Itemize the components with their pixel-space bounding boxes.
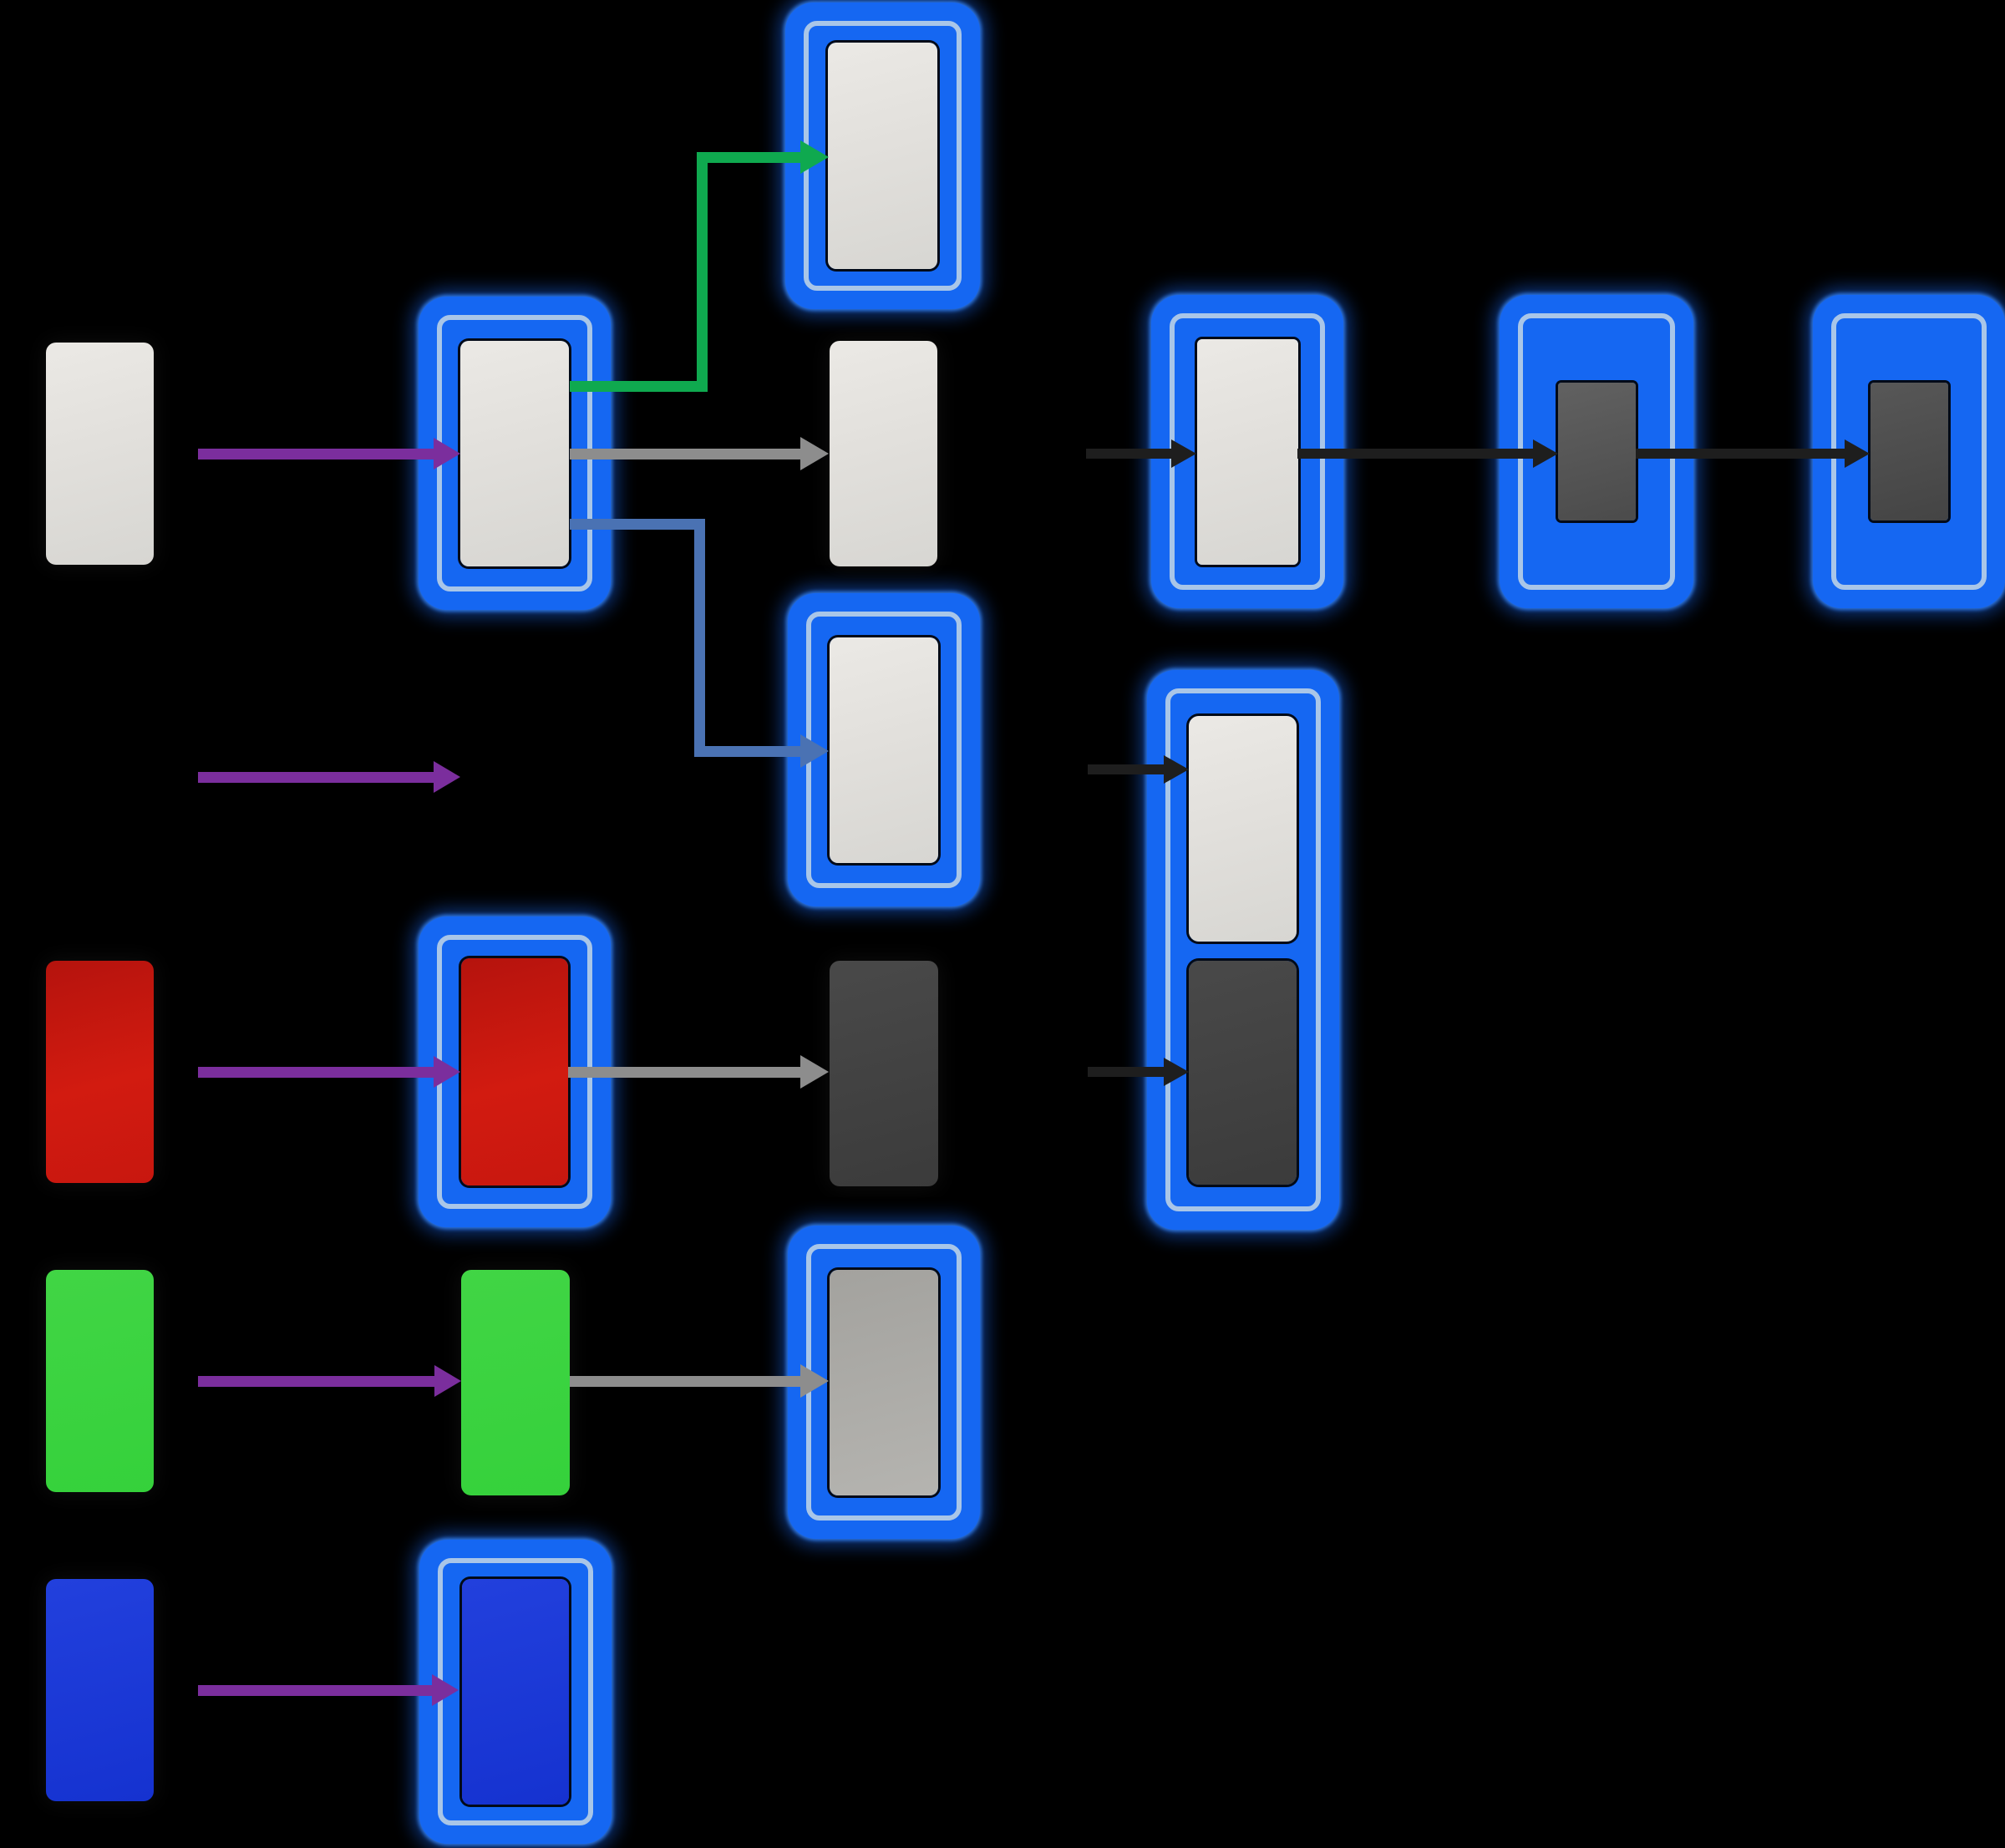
arrow-gray-row1-shaft [570, 449, 800, 459]
stack-container-focus-ring [1165, 688, 1321, 1211]
arrow-black-stage-one-to-two-head [1533, 439, 1558, 468]
arrow-gray-row3-head [800, 1055, 829, 1089]
arrow-purple-row5-shaft [198, 1685, 432, 1696]
stage-one-card-content [1197, 339, 1298, 565]
arrow-purple-row2-lone-head [434, 761, 460, 793]
arrow-black-into-stack-bottom-shaft [1088, 1067, 1164, 1077]
arrow-purple-row5-head [432, 1674, 459, 1706]
stack-container-content-1 [1189, 716, 1297, 942]
arrow-purple-row3-head [434, 1056, 460, 1088]
moved-white-card-content [830, 637, 938, 863]
arrow-steelblue-elbow-down-head [800, 734, 829, 768]
arrow-purple-row1-head [434, 438, 460, 470]
arrow-steelblue-elbow-down-shaft-3 [694, 746, 802, 757]
arrow-black-into-stage-one-head [1171, 439, 1196, 468]
stage-three-card-content [1870, 383, 1948, 520]
arrow-black-stage-two-to-three-shaft [1636, 449, 1845, 459]
stage-two-card-content [1558, 383, 1636, 520]
arrow-purple-row3-shaft [198, 1067, 434, 1078]
arrow-green-elbow-up-shaft-1 [570, 381, 708, 392]
result-gray-card-content [830, 1270, 938, 1495]
selected-red-card-content [461, 958, 568, 1185]
arrow-black-stage-one-to-two-shaft [1297, 449, 1533, 459]
arrow-black-into-stage-one-shaft [1086, 449, 1171, 459]
source-green-card [46, 1270, 154, 1492]
arrow-green-elbow-up-head [800, 140, 829, 174]
arrow-gray-row4-head [800, 1364, 829, 1398]
arrow-steelblue-elbow-down-shaft-2 [694, 519, 705, 756]
stack-container-content-2 [1189, 961, 1297, 1185]
stack-container [1147, 670, 1339, 1230]
arrow-gray-row4-shaft [570, 1376, 800, 1387]
selected-blue-card-content [462, 1579, 569, 1805]
arrow-green-elbow-up-shaft-3 [697, 152, 800, 163]
arrow-purple-row2-lone-shaft [198, 772, 434, 783]
top-result-card [785, 3, 980, 309]
arrow-purple-row4-shaft [198, 1376, 434, 1387]
arrow-purple-row4-head [434, 1365, 461, 1397]
arrow-black-into-stack-top-shaft [1088, 764, 1164, 774]
copy-white-card [830, 341, 937, 566]
selected-white-card-content [460, 341, 569, 566]
moved-white-card [788, 593, 980, 906]
arrow-green-elbow-up-shaft-2 [697, 152, 708, 392]
arrow-black-into-stack-bottom-head [1164, 1058, 1189, 1086]
source-red-card [46, 961, 154, 1183]
result-gray-card [788, 1226, 980, 1539]
middle-green-card [461, 1270, 570, 1495]
arrow-gray-row3-shaft [568, 1067, 800, 1078]
arrow-purple-row1-shaft [198, 449, 434, 459]
arrow-black-into-stack-top-head [1164, 755, 1189, 784]
arrow-gray-row1-head [800, 437, 829, 470]
arrow-steelblue-elbow-down-shaft-1 [570, 519, 705, 530]
source-white-card [46, 343, 154, 565]
source-blue-card [46, 1579, 154, 1801]
top-result-card-content [828, 43, 937, 269]
arrow-black-stage-two-to-three-head [1845, 439, 1870, 468]
copy-dark-card [830, 961, 938, 1186]
